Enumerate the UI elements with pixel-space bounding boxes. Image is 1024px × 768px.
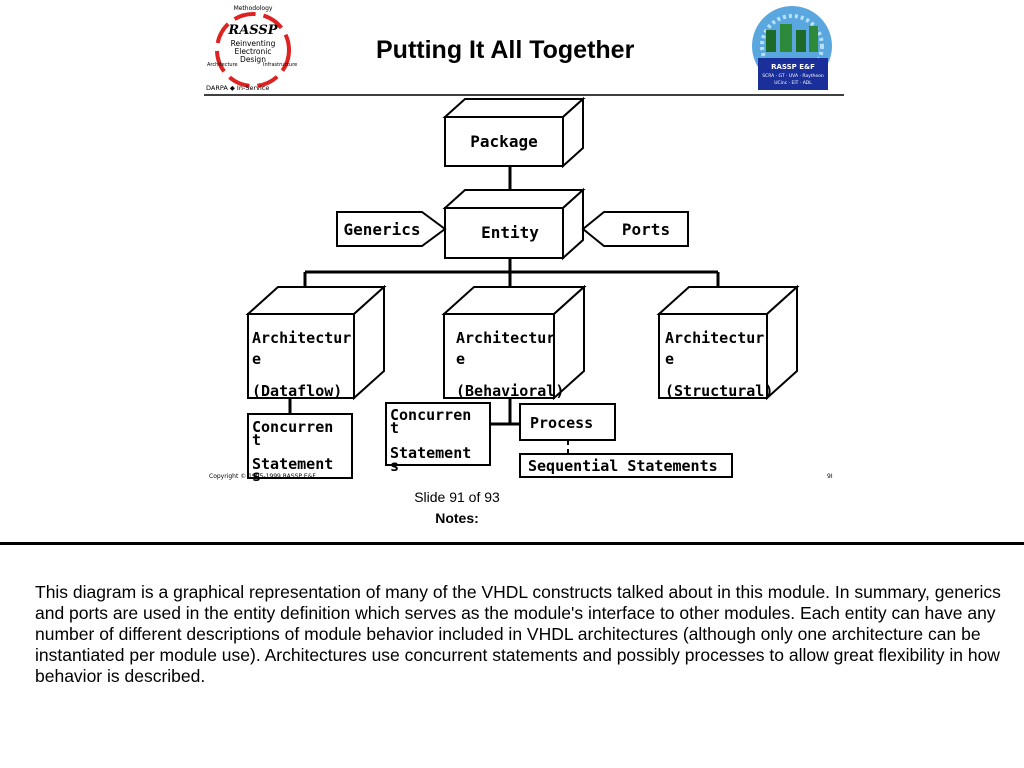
concurrent-1-line3: Statement	[252, 455, 333, 473]
package-label: Package	[470, 132, 537, 151]
arch-behavioral-line3: (Behavioral)	[456, 382, 564, 400]
notes-divider	[0, 542, 1024, 545]
generics-arrow: Generics	[336, 211, 447, 247]
rassp-logo-top: Methodology	[234, 5, 273, 12]
rassp-logo-footer: DARPA ◆ In-Service	[206, 84, 269, 92]
concurrent-statements-box-1: Concurren t Statement s	[247, 413, 353, 485]
notes-text: This diagram is a graphical representati…	[35, 582, 1001, 686]
concurrent-1-line2: t	[252, 431, 261, 449]
entity-label: Entity	[481, 223, 539, 242]
page-number: 9I	[827, 473, 833, 480]
sequential-label: Sequential Statements	[528, 457, 718, 475]
concurrent-statements-box-2: Concurren t Statement s	[385, 402, 491, 475]
architecture-dataflow-box: Architectur e (Dataflow)	[245, 284, 387, 401]
ef-logo: RASSP E&F SCRA · GT · UVA · Raytheon UCi…	[752, 6, 832, 90]
concurrent-1-line1: Concurren	[252, 418, 333, 436]
arch-dataflow-line2: e	[252, 350, 261, 368]
rassp-logo-line3: Design	[240, 55, 266, 64]
ef-logo-name: RASSP E&F	[771, 63, 815, 71]
ef-logo-line2: UCinc · EIT · ADL	[774, 80, 812, 86]
notes-label: Notes:	[435, 510, 479, 526]
arch-dataflow-line1: Architectur	[252, 329, 351, 347]
arch-behavioral-line2: e	[456, 350, 465, 368]
rassp-logo-line1: Reinventing	[231, 39, 276, 48]
ports-label: Ports	[622, 220, 670, 239]
arch-structural-line2: e	[665, 350, 674, 368]
package-box: Package	[442, 96, 586, 169]
architecture-behavioral-box: Architectur e (Behavioral)	[441, 284, 587, 401]
generics-label: Generics	[343, 220, 420, 239]
rassp-logo-left: Architecture	[207, 62, 238, 68]
architecture-structural-box: Architectur e (Structural)	[656, 284, 800, 401]
concurrent-2-line2: t	[390, 419, 399, 437]
ports-arrow: Ports	[581, 211, 689, 247]
arch-dataflow-line3: (Dataflow)	[252, 382, 342, 400]
concurrent-2-line4: s	[390, 457, 399, 475]
process-box: Process	[519, 403, 616, 441]
arch-behavioral-line1: Architectur	[456, 329, 555, 347]
diagram: Methodology RASSP Reinventing Electronic…	[204, 5, 844, 485]
sequential-statements-box: Sequential Statements	[519, 453, 733, 478]
slide-title: Putting It All Together	[376, 36, 635, 64]
rassp-logo: Methodology RASSP Reinventing Electronic…	[206, 5, 297, 92]
process-label: Process	[530, 414, 593, 432]
concurrent-1-line4: s	[252, 467, 261, 485]
ef-logo-line1: SCRA · GT · UVA · Raytheon	[762, 73, 824, 79]
copyright-text: Copyright © 1995-1999 RASSP E&F	[209, 473, 316, 480]
rassp-logo-name: RASSP	[227, 23, 278, 38]
entity-box: Entity	[442, 187, 586, 261]
rassp-logo-right: Infrastructure	[263, 62, 297, 68]
slide-image: Methodology RASSP Reinventing Electronic…	[204, 5, 844, 485]
concurrent-2-line1: Concurren	[390, 406, 471, 424]
concurrent-2-line3: Statement	[390, 444, 471, 462]
arch-structural-line1: Architectur	[665, 329, 764, 347]
arch-structural-line3: (Structural)	[665, 382, 773, 400]
slide-counter: Slide 91 of 93	[414, 489, 500, 505]
rassp-logo-line2: Electronic	[235, 47, 272, 56]
